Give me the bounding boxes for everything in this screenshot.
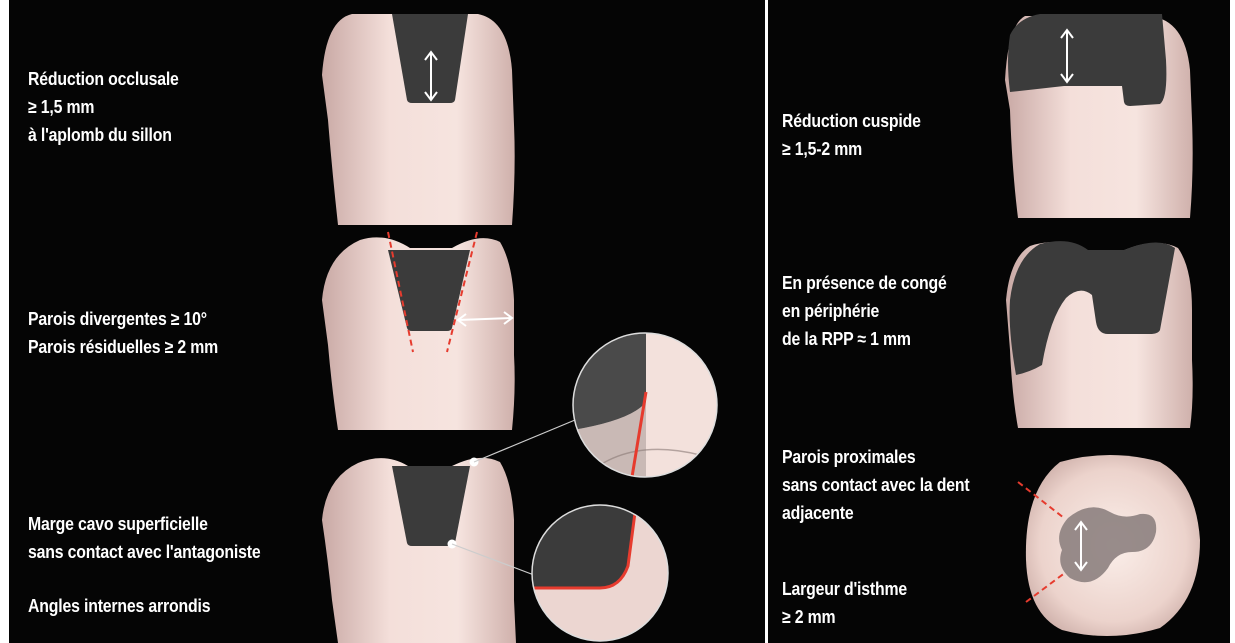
label-line: Parois résiduelles ≥ 2 mm: [28, 334, 218, 362]
label-internal-angles: Angles internes arrondis: [28, 593, 210, 621]
label-line: Parois proximales: [782, 444, 970, 472]
tooth-cusp-reduction: [1005, 14, 1193, 218]
label-line: de la RPP ≈ 1 mm: [782, 326, 947, 354]
label-line: à l'aplomb du sillon: [28, 122, 179, 150]
label-proximal-walls: Parois proximales sans contact avec la d…: [782, 444, 970, 528]
label-cavosurface-margin: Marge cavo superficielle sans contact av…: [28, 511, 260, 567]
tooth-occlusal-view: [1018, 455, 1200, 636]
label-line: ≥ 1,5-2 mm: [782, 136, 921, 164]
label-line: Marge cavo superficielle: [28, 511, 260, 539]
label-line: sans contact avec la dent: [782, 472, 970, 500]
label-line: Réduction cuspide: [782, 108, 921, 136]
tooth-divergent-walls: [322, 232, 515, 430]
label-line: adjacente: [782, 500, 970, 528]
tooth-conge: [1006, 241, 1193, 428]
label-line: Largeur d'isthme: [782, 576, 907, 604]
label-isthmus-width: Largeur d'isthme ≥ 2 mm: [782, 576, 907, 632]
label-line: Réduction occlusale: [28, 66, 179, 94]
label-line: Angles internes arrondis: [28, 593, 210, 621]
label-cusp-reduction: Réduction cuspide ≥ 1,5-2 mm: [782, 108, 921, 164]
label-line: ≥ 1,5 mm: [28, 94, 179, 122]
label-occlusal-reduction: Réduction occlusale ≥ 1,5 mm à l'aplomb …: [28, 66, 179, 150]
label-line: en périphérie: [782, 298, 947, 326]
label-line: ≥ 2 mm: [782, 604, 907, 632]
label-line: En présence de congé: [782, 270, 947, 298]
tooth-margin: [322, 420, 575, 643]
tooth-occlusal-reduction: [322, 14, 515, 225]
zoom-circle-margin: [573, 333, 717, 477]
label-line: Parois divergentes ≥ 10°: [28, 306, 218, 334]
label-conge: En présence de congé en périphérie de la…: [782, 270, 947, 354]
label-line: sans contact avec l'antagoniste: [28, 539, 260, 567]
zoom-circle-angle: [532, 505, 668, 641]
label-divergent-walls: Parois divergentes ≥ 10° Parois résiduel…: [28, 306, 218, 362]
